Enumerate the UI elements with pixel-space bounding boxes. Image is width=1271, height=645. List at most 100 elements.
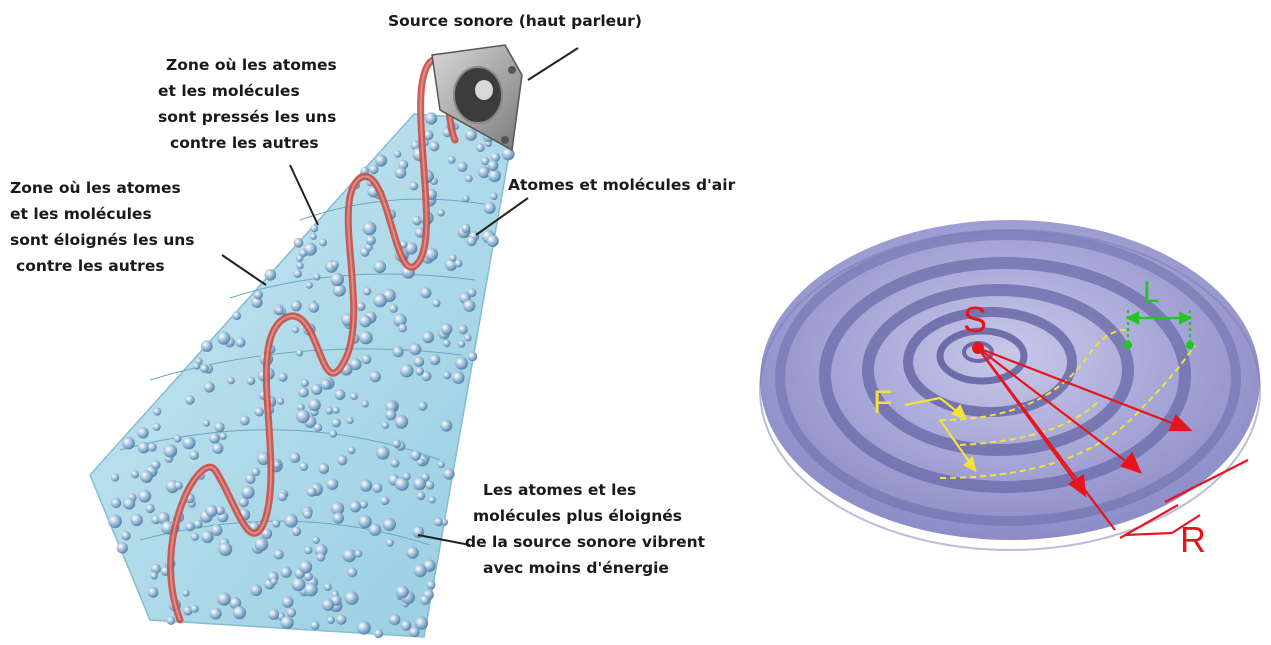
particle [443,340,451,348]
particle [373,294,387,308]
particle [185,522,194,531]
particle [189,450,199,460]
particle [167,616,176,625]
particle [452,371,465,384]
air-particles-label: Atomes et molécules d'air [508,172,735,198]
particle [331,273,344,286]
particle [359,331,372,344]
particle [457,162,467,172]
particle [327,478,339,490]
particle [307,487,317,497]
particle [308,399,321,412]
particle [440,420,452,432]
particle [385,409,396,420]
particle [304,546,312,554]
particle [255,407,264,416]
particle [333,407,340,414]
particle [345,591,359,605]
particle [488,169,501,182]
particle [357,621,371,635]
front-f-label: F [873,384,893,420]
particle [153,423,161,431]
particle [322,599,334,611]
particle [335,389,346,400]
particle [432,299,440,307]
particle [321,379,332,390]
particle [278,492,287,501]
particle [148,587,159,598]
particle [210,608,222,620]
particle [111,498,121,508]
particle [427,581,436,590]
particle [218,542,232,556]
particle [392,439,401,448]
particle [292,527,302,537]
particle [443,468,454,479]
particle [193,362,200,369]
particle [369,165,378,174]
particle [278,373,287,382]
particle [311,621,320,630]
particle [372,483,382,493]
particle [252,468,260,476]
particle [324,583,332,591]
particle [301,379,309,387]
particle [455,357,468,370]
particle [407,547,419,559]
rarefied-zone-line-3: sont éloignés les uns [10,227,195,253]
particle [206,505,218,517]
particle [410,182,419,191]
particle [123,498,135,510]
particle [429,141,439,151]
particle [217,331,230,344]
particle [137,427,148,438]
particle [438,461,445,468]
particle [310,225,318,233]
particle [311,384,322,395]
particle [396,585,409,598]
particle [414,564,427,577]
particle [358,515,371,528]
particle [400,364,414,378]
particle [131,514,143,526]
particle [273,461,281,469]
particle [478,166,490,178]
particle [336,615,346,625]
distant-particles-line-1: Les atomes et les [465,477,705,503]
particle [265,269,277,281]
particle [333,512,344,523]
particle [319,238,327,246]
particle [220,433,227,440]
particle [325,407,333,415]
particle [292,578,306,592]
particle [463,300,475,312]
particle [232,311,241,320]
particle [347,417,354,424]
particle [241,486,254,499]
particle [357,302,366,311]
particle [276,307,284,315]
particle [465,175,473,183]
particle [343,549,357,563]
rarefied-zone-label: Zone où les atomes et les molécules sont… [10,175,195,279]
particle [329,430,337,438]
particle [140,470,153,483]
particle [121,531,130,540]
distant-particles-label: Les atomes et les molécules plus éloigné… [465,477,705,581]
particle [465,129,477,141]
particle [458,325,468,335]
particle [153,408,161,416]
particle [254,537,268,551]
particle [409,343,421,355]
particle [488,160,499,171]
particle [394,150,401,157]
particle [332,418,341,427]
source-s-label: S [963,300,987,340]
particle [306,282,313,289]
particle [108,514,122,528]
particle [145,504,154,513]
particle [411,450,422,461]
particle [298,387,309,398]
particle [425,481,434,490]
particle [131,470,139,478]
